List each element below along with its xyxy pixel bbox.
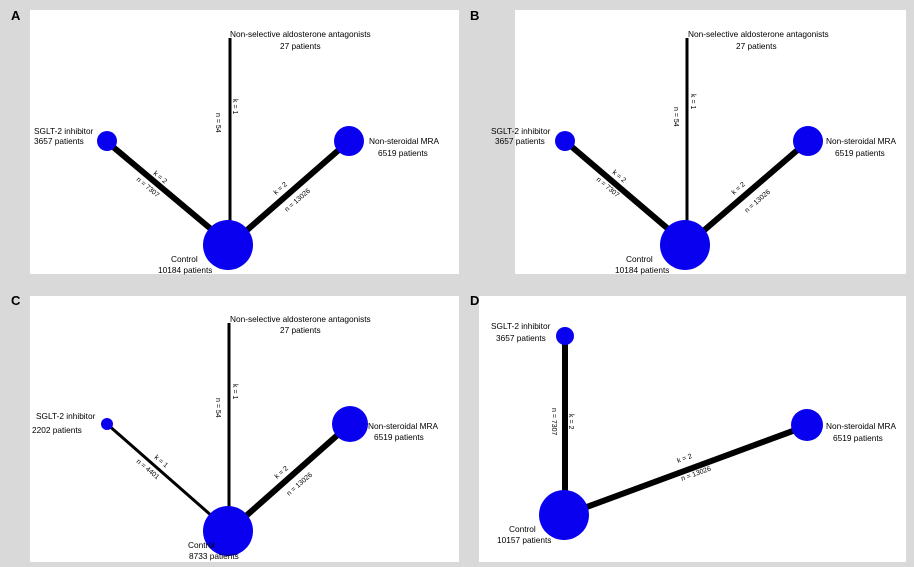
node-nsmra-patients: 6519 patients [835,148,885,158]
network-panel-c: k = 1 n = 54 k = 1 n = 4401 k = 2 n = 13… [30,296,459,562]
network-graph-c: k = 1 n = 54 k = 1 n = 4401 k = 2 n = 13… [32,314,439,561]
node-control-patients: 10184 patients [615,265,669,275]
node-sglt2 [97,131,117,151]
node-control-name: Control [188,540,215,550]
node-sglt2-name: SGLT-2 inhibitor [491,321,551,331]
panel-b-letter: B [470,8,480,23]
node-sglt2 [556,327,574,345]
edge-sglt2-control [563,138,689,248]
node-control-name: Control [509,524,536,534]
node-sglt2-patients: 3657 patients [495,136,545,146]
panel-a-letter: A [11,8,21,23]
panel-d-letter: D [470,293,480,308]
node-control [539,490,589,540]
edge-nsmra-k-label: k = 2 [676,453,693,465]
node-nsaa-patients: 27 patients [280,41,321,51]
edge-nsaa-n-label: n = 54 [214,113,221,133]
edge-nsaa-n-label: n = 54 [672,107,679,127]
node-sglt2-patients: 3657 patients [496,333,546,343]
node-nsaa-name: Non-selective aldosterone antagonists [230,314,371,324]
edge-nsmra-control [227,421,352,534]
edge-nsmra-control [685,138,810,248]
node-nsmra-name: Non-steroidal MRA [826,136,897,146]
edge-nsaa-k-label: k = 1 [231,384,238,399]
panel-c-letter: C [11,293,21,308]
network-graph-d: k = 2 n = 7307 k = 2 n = 13026 SGLT-2 in… [491,321,897,545]
node-sglt2-name: SGLT-2 inhibitor [491,126,551,136]
node-sglt2-patients: 3657 patients [34,136,84,146]
node-nsmra-patients: 6519 patients [378,148,428,158]
network-panel-d: k = 2 n = 7307 k = 2 n = 13026 SGLT-2 in… [479,296,906,562]
node-sglt2 [101,418,113,430]
network-panel-b: k = 1 n = 54 k = 2 n = 7307 k = 2 n = 13… [491,10,906,275]
edge-nsmra-control [228,138,351,248]
node-sglt2-name: SGLT-2 inhibitor [36,411,96,421]
node-control [660,220,710,270]
node-nsmra-patients: 6519 patients [374,432,424,442]
network-graph-b: k = 1 n = 54 k = 2 n = 7307 k = 2 n = 13… [491,29,897,275]
node-control-patients: 10184 patients [158,265,212,275]
node-nsmra-name: Non-steroidal MRA [369,136,440,146]
node-nsaa-patients: 27 patients [736,41,777,51]
edge-sglt2-n-label: n = 7307 [550,408,557,436]
network-panel-a: k = 1 n = 54 k = 2 n = 7307 k = 2 n = 13… [30,10,459,275]
node-control-name: Control [171,254,198,264]
edge-sglt2-k-label: k = 2 [567,414,574,429]
node-nsmra [791,409,823,441]
node-nsaa-patients: 27 patients [280,325,321,335]
network-graph-a: k = 1 n = 54 k = 2 n = 7307 k = 2 n = 13… [34,29,440,275]
node-sglt2-name: SGLT-2 inhibitor [34,126,94,136]
node-nsmra [332,406,368,442]
node-nsmra [793,126,823,156]
node-nsaa-name: Non-selective aldosterone antagonists [230,29,371,39]
node-sglt2-patients: 2202 patients [32,425,82,435]
node-nsaa-name: Non-selective aldosterone antagonists [688,29,829,39]
edge-sglt2-control [104,138,232,248]
edge-nsmra-control [563,422,811,518]
node-nsmra-patients: 6519 patients [833,433,883,443]
node-nsmra-name: Non-steroidal MRA [826,421,897,431]
node-control [203,506,253,556]
node-sglt2 [555,131,575,151]
node-control-patients: 10157 patients [497,535,551,545]
node-nsmra-name: Non-steroidal MRA [368,421,439,431]
edge-sglt2-control [106,422,230,533]
edge-nsaa-k-label: k = 1 [231,99,238,114]
edge-nsaa-n-label: n = 54 [214,398,221,418]
node-control [203,220,253,270]
node-nsmra [334,126,364,156]
node-control-name: Control [626,254,653,264]
node-control-patients: 8733 patients [189,551,239,561]
edge-nsaa-k-label: k = 1 [689,94,696,109]
